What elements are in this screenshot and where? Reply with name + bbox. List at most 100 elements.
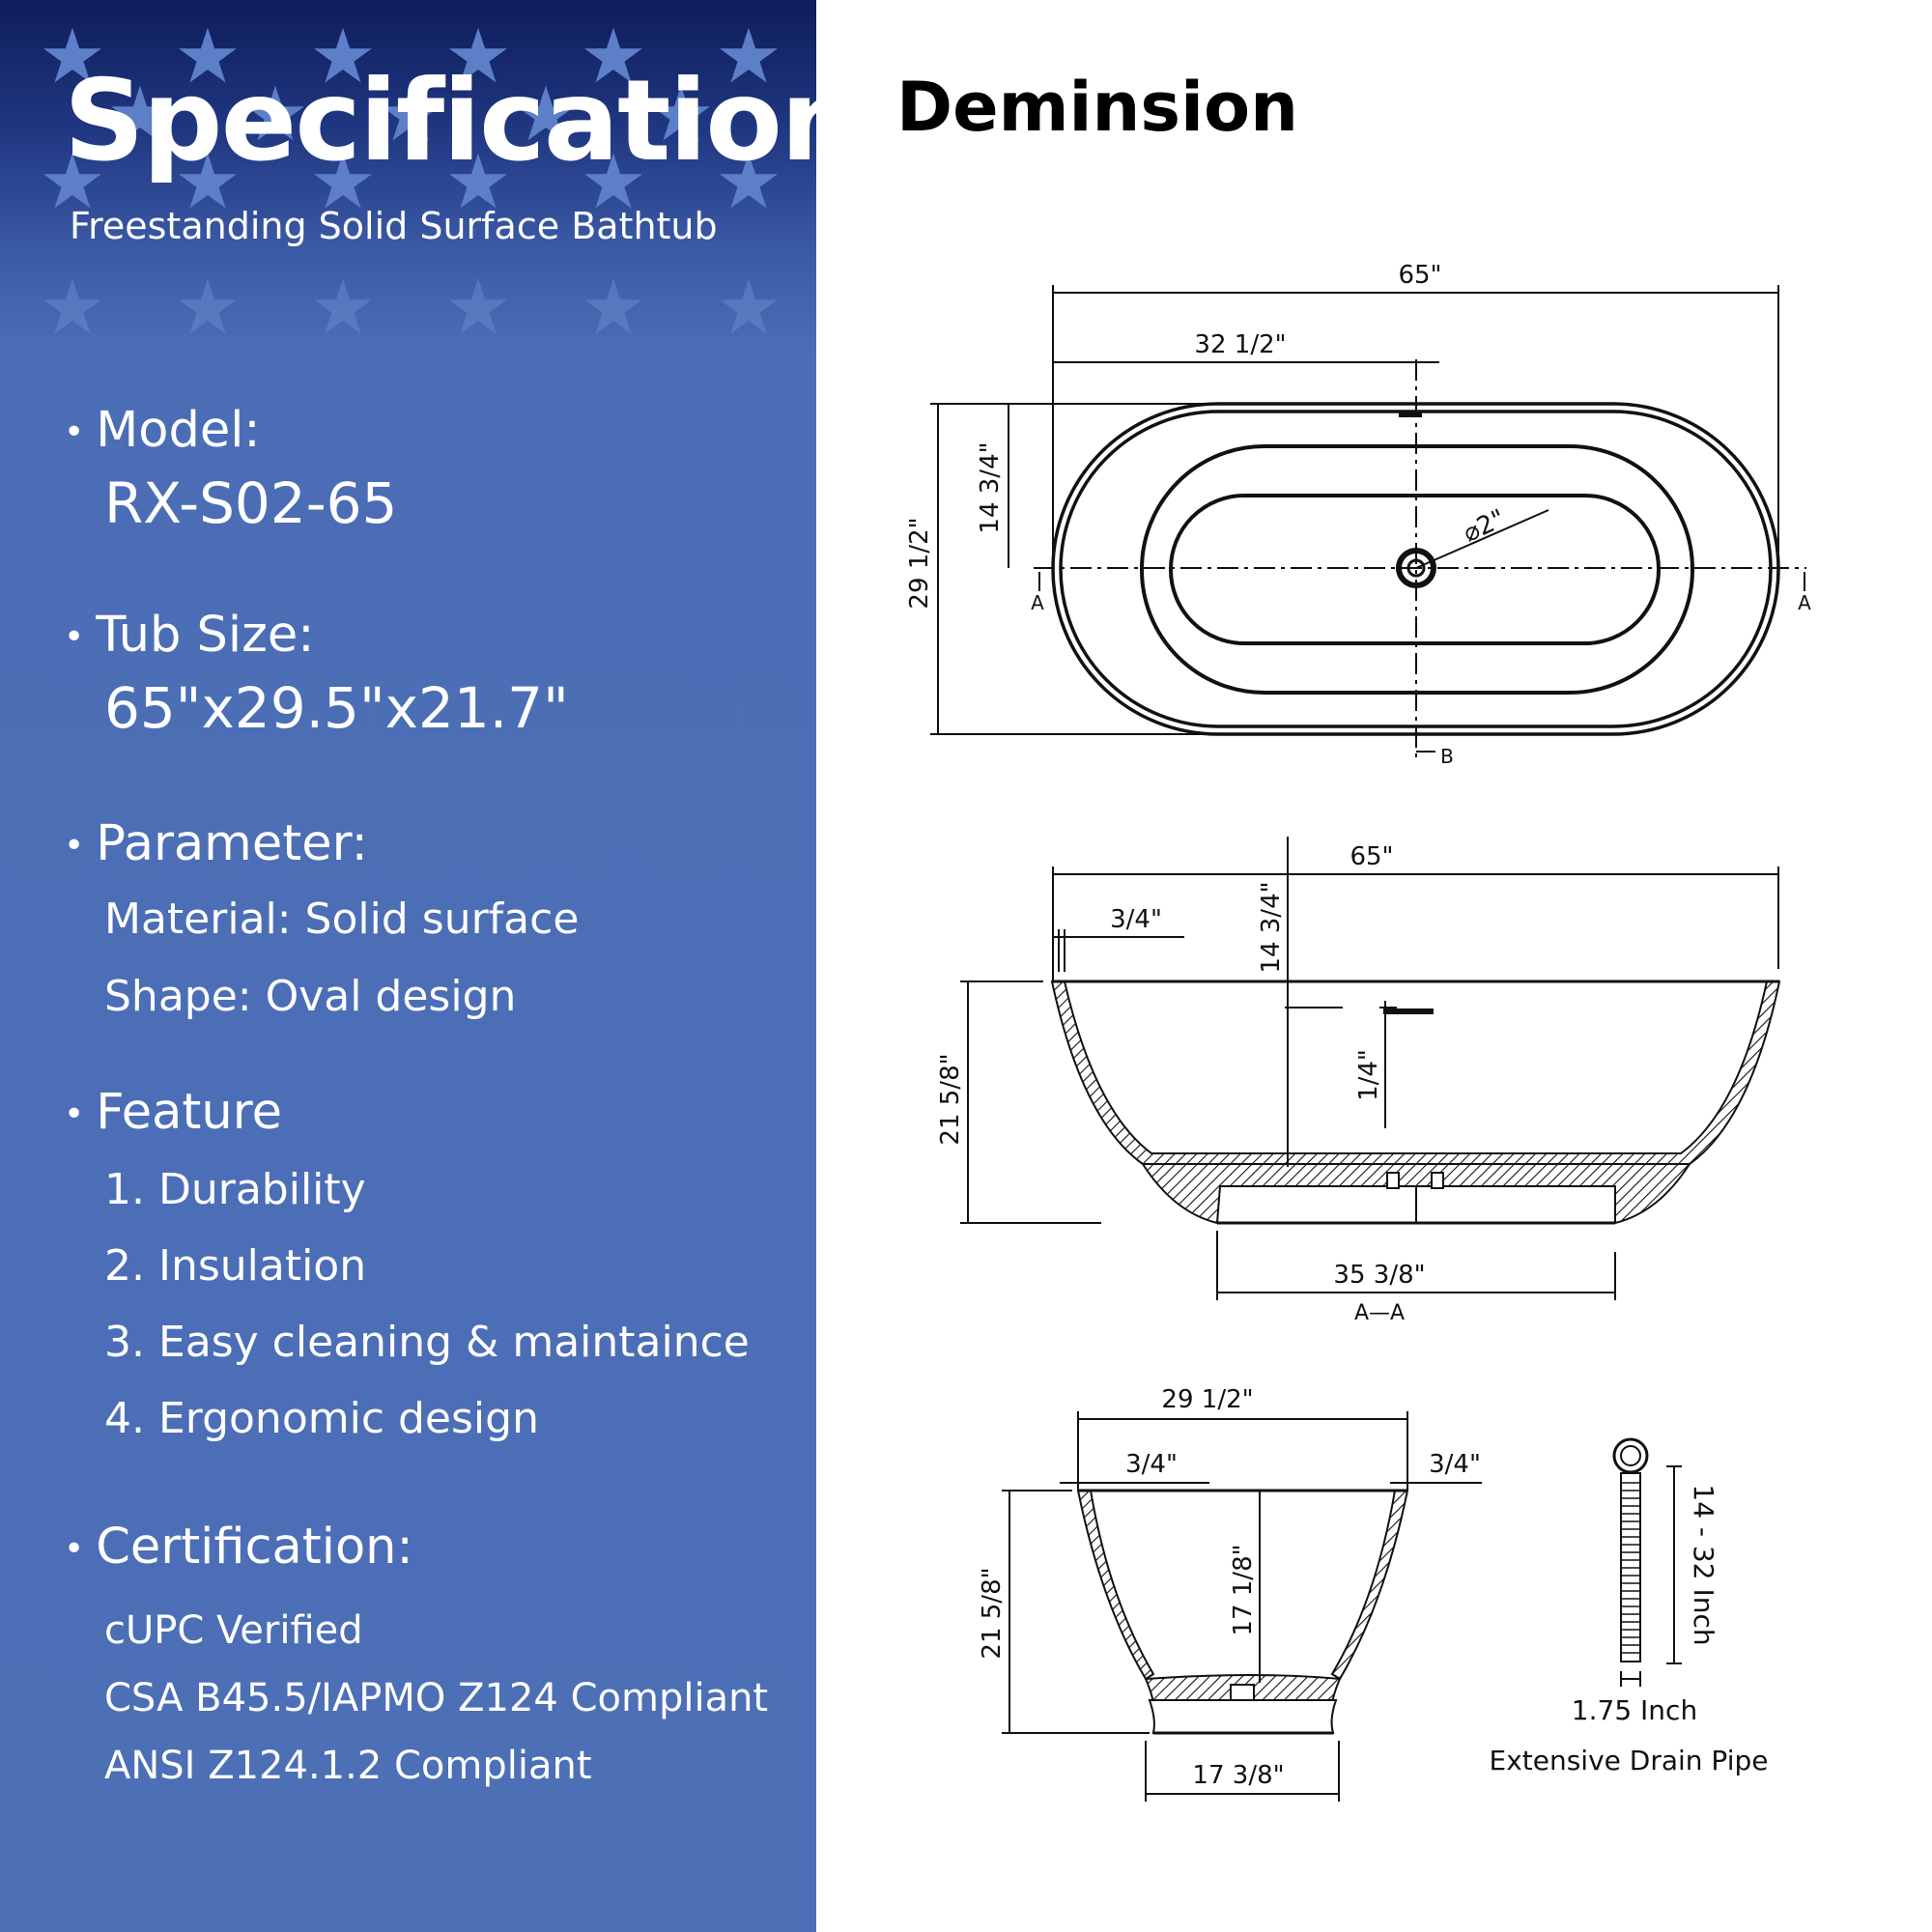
label-width: 29 1/2" (905, 517, 934, 609)
label-base: 17 3/8" (1192, 1761, 1284, 1790)
drain-icon (1230, 1684, 1255, 1701)
label-base: 35 3/8" (1333, 1261, 1425, 1290)
parameter-material: Material: Solid surface (104, 895, 580, 944)
tub-size-value: 65"x29.5"x21.7" (104, 675, 569, 741)
label-width: 29 1/2" (1161, 1385, 1253, 1414)
parameter-shape: Shape: Oval design (104, 972, 517, 1021)
bullet-icon: • (64, 617, 85, 658)
label-depth: 14 3/4" (1257, 881, 1286, 973)
star-icon: ★ (580, 265, 647, 352)
drain-pipe-ring-icon (1612, 1437, 1649, 1474)
star-icon: ★ (580, 14, 647, 100)
label-section-b: B (1440, 745, 1454, 768)
star-icon: ★ (715, 14, 782, 100)
label-rim-right: 3/4" (1429, 1450, 1481, 1479)
star-icon: ★ (242, 71, 309, 158)
drain-icon (1396, 548, 1436, 588)
feature-heading: • Feature (64, 1084, 282, 1141)
label-length: 65" (1350, 842, 1393, 871)
tub-size-heading: • Tub Size: (64, 607, 315, 664)
end-section (1002, 1411, 1482, 1802)
drain-pipe-ring-inner-icon (1620, 1445, 1641, 1466)
side-section (960, 837, 1781, 1300)
tub-basin-inner (1169, 494, 1661, 645)
bullet-icon: • (64, 1529, 85, 1570)
star-icon: ★ (512, 71, 580, 158)
top-view (930, 285, 1806, 763)
overflow-icon (1399, 412, 1422, 417)
drain-center-icon (1406, 558, 1426, 578)
drain-pipe-ribs (1621, 1482, 1640, 1654)
drain-pipe (1612, 1437, 1682, 1687)
star-icon: ★ (377, 71, 444, 158)
parameter-heading: • Parameter: (64, 815, 368, 872)
star-icon: ★ (444, 139, 512, 226)
star-icon: ★ (715, 265, 782, 352)
label-half-width: 14 3/4" (976, 441, 1005, 533)
certification-label: Certification: (96, 1519, 413, 1576)
drain-leader (1415, 509, 1549, 569)
certification-item: CSA B45.5/IAPMO Z124 Compliant (104, 1676, 769, 1720)
star-icon: ★ (39, 265, 106, 352)
star-icon: ★ (309, 14, 377, 100)
star-icon: ★ (444, 265, 512, 352)
drain-icon (1386, 1172, 1400, 1189)
end-section-labels: 29 1/2" 3/4" 3/4" 17 1/8" 21 5/8" 17 3/8… (978, 1385, 1481, 1790)
label-height: 21 5/8" (936, 1053, 965, 1145)
model-value: RX-S02-65 (104, 470, 398, 536)
star-icon: ★ (174, 265, 242, 352)
label-length: 65" (1398, 261, 1441, 290)
star-icon: ★ (309, 139, 377, 226)
side-section-labels: 65" 3/4" 14 3/4" 1/4" 21 5/8" 35 3/8" A—… (936, 842, 1426, 1325)
star-icon: ★ (174, 14, 242, 100)
tub-size-label: Tub Size: (96, 607, 315, 664)
star-icon: ★ (174, 139, 242, 226)
star-icon: ★ (580, 139, 647, 226)
label-drain-offset: 1/4" (1354, 1049, 1383, 1101)
star-icon: ★ (715, 139, 782, 226)
model-label: Model: (96, 402, 261, 459)
label-rim: 3/4" (1110, 905, 1162, 934)
end-base-cavity (1148, 1699, 1338, 1734)
bullet-icon: • (64, 412, 85, 453)
star-icon: ★ (647, 71, 715, 158)
feature-item: 4. Ergonomic design (104, 1394, 539, 1443)
spec-panel: ★ ★ ★ ★ ★ ★ ★ ★ ★ ★ ★ ★ ★ ★ ★ ★ ★ ★ ★ ★ … (0, 0, 816, 1932)
label-section-a-left: A (1031, 591, 1044, 614)
feature-label: Feature (96, 1084, 282, 1141)
label-drain: ⌀2" (1459, 504, 1510, 549)
bullet-icon: • (64, 826, 85, 867)
model-heading: • Model: (64, 402, 261, 459)
label-rim-left: 3/4" (1125, 1450, 1178, 1479)
feature-item: 2. Insulation (104, 1241, 367, 1291)
end-wall-right (1330, 1490, 1409, 1681)
star-icon: ★ (39, 14, 106, 100)
section-caption: A—A (1354, 1301, 1405, 1325)
star-icon: ★ (309, 265, 377, 352)
label-half-length: 32 1/2" (1194, 330, 1286, 359)
overflow-icon (1383, 1009, 1434, 1014)
star-icon: ★ (106, 71, 174, 158)
label-pipe-length: 14 - 32 Inch (1688, 1484, 1719, 1645)
end-wall-left (1076, 1490, 1155, 1681)
certification-heading: • Certification: (64, 1520, 413, 1575)
drain-icon (1431, 1172, 1444, 1189)
label-height: 21 5/8" (978, 1567, 1007, 1659)
dimension-drawing: 65" 32 1/2" 14 3/4" 29 1/2" ⌀2" A A B (905, 261, 1811, 1802)
certification-item: ANSI Z124.1.2 Compliant (104, 1744, 592, 1788)
side-base (1141, 1163, 1691, 1225)
dimension-title: Deminsion (896, 68, 1298, 147)
bullet-icon: • (64, 1094, 85, 1135)
label-section-a-right: A (1798, 591, 1811, 614)
feature-item: 1. Durability (104, 1165, 366, 1214)
certification-item: cUPC Verified (104, 1608, 363, 1653)
label-pipe-diameter: 1.75 Inch (1572, 1694, 1697, 1726)
label-inner-depth: 17 1/8" (1229, 1544, 1258, 1635)
star-pattern: ★ ★ ★ ★ ★ ★ ★ ★ ★ ★ ★ ★ ★ ★ ★ ★ ★ ★ ★ ★ … (0, 0, 816, 367)
drain-pipe-caption: Extensive Drain Pipe (1490, 1745, 1769, 1776)
parameter-label: Parameter: (96, 815, 368, 872)
page-subtitle: Freestanding Solid Surface Bathtub (70, 205, 718, 247)
star-icon: ★ (39, 139, 106, 226)
page-title: Specification (64, 56, 816, 186)
star-icon: ★ (444, 14, 512, 100)
